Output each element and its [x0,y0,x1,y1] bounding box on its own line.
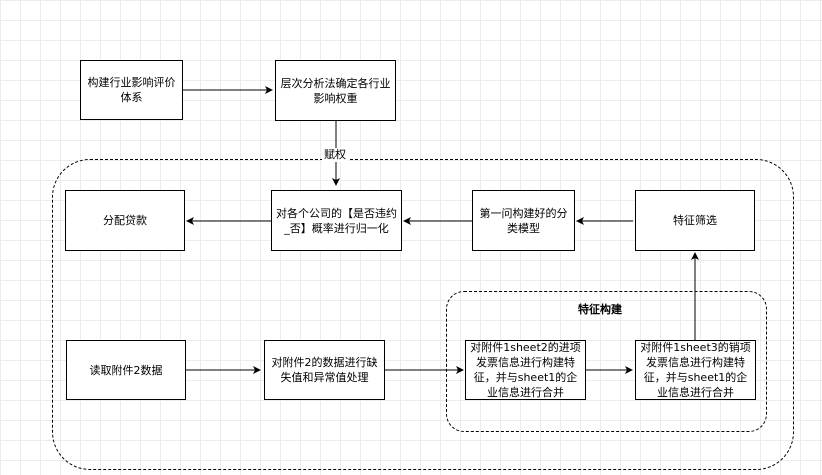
node-ahp-weight: 层次分析法确定各行业影响权重 [275,60,396,121]
node-normalize: 对各个公司的【是否违约_否】概率进行归一化 [271,190,402,251]
outer-dashed-group [52,159,794,470]
node-sheet3-feature: 对附件1sheet3的销项发票信息进行构建特征，并与sheet1的企业信息进行合… [635,340,756,400]
node-feature-select: 特征筛选 [635,190,755,251]
node-allocate-loans: 分配贷款 [65,190,185,251]
node-read-data: 读取附件2数据 [66,340,186,400]
node-classifier: 第一问构建好的分类模型 [472,190,575,251]
node-sheet2-feature: 对附件1sheet2的进项发票信息进行构建特征，并与sheet1的企业信息进行合… [465,340,586,400]
node-build-index: 构建行业影响评价体系 [80,60,183,120]
weighting-edge-label: 赋权 [322,148,348,162]
feature-construction-label: 特征构建 [578,303,622,316]
feature-construction-group [446,291,767,432]
node-clean-data: 对附件2的数据进行缺失值和异常值处理 [264,340,385,400]
